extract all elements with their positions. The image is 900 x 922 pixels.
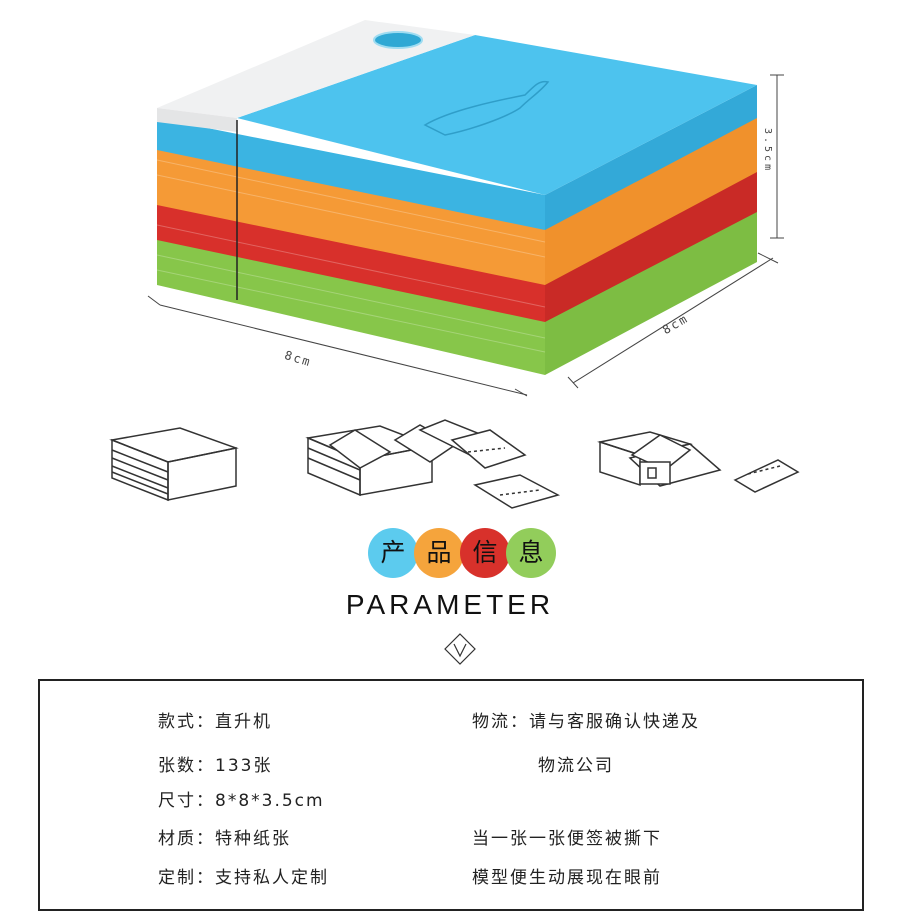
orange-layer bbox=[157, 140, 545, 285]
description-line-1: 当一张一张便签被撕下 bbox=[472, 829, 662, 849]
memo-block-illustration bbox=[147, 20, 784, 397]
blue-top bbox=[237, 35, 757, 195]
blue-layer-side bbox=[545, 85, 757, 230]
section-title-en: PARAMETER bbox=[345, 589, 555, 620]
title-char-2: 品 bbox=[414, 528, 464, 578]
tearing-sheets-icon bbox=[305, 419, 561, 509]
title-char-3: 信 bbox=[460, 528, 510, 578]
param-logistics-line2: 物流公司 bbox=[538, 756, 614, 776]
param-logistics-value: 请与客服确认快递及 bbox=[529, 712, 700, 732]
param-material-label: 材质： bbox=[158, 829, 215, 849]
param-custom: 定制：支持私人定制 bbox=[158, 863, 329, 888]
cutout-hole bbox=[373, 31, 423, 49]
param-style-value: 直升机 bbox=[215, 712, 272, 732]
param-sheets: 张数：133张 bbox=[158, 751, 272, 776]
title-char-4: 息 bbox=[506, 528, 556, 578]
chevron-down-icon bbox=[444, 633, 476, 665]
white-strip-front bbox=[157, 108, 237, 132]
title-char-1: 产 bbox=[368, 528, 418, 578]
parameter-table: 款式：直升机 张数：133张 尺寸：8*8*3.5cm 材质：特种纸张 定制：支… bbox=[38, 679, 864, 911]
param-logistics-label: 物流： bbox=[472, 712, 529, 732]
param-size-value: 8*8*3.5cm bbox=[215, 791, 325, 811]
section-title-cn: 产 品 信 息 bbox=[368, 528, 558, 580]
height-dimension-label: 3.5cm bbox=[762, 128, 773, 174]
param-material-value: 特种纸张 bbox=[215, 829, 291, 849]
blue-layer-front bbox=[157, 118, 545, 230]
param-size-label: 尺寸： bbox=[158, 791, 215, 811]
param-custom-label: 定制： bbox=[158, 868, 215, 888]
helicopter-outline bbox=[423, 80, 550, 136]
param-style: 款式：直升机 bbox=[158, 707, 272, 732]
param-logistics: 物流：请与客服确认快递及 bbox=[472, 707, 700, 732]
param-sheets-value: 133张 bbox=[215, 756, 273, 776]
param-material: 材质：特种纸张 bbox=[158, 824, 291, 849]
house-model-icon bbox=[597, 431, 800, 493]
orange-layer-side bbox=[545, 108, 757, 285]
param-style-label: 款式： bbox=[158, 712, 215, 732]
param-sheets-label: 张数： bbox=[158, 756, 215, 776]
param-size: 尺寸：8*8*3.5cm bbox=[158, 786, 325, 811]
usage-icons-row bbox=[109, 419, 800, 509]
param-custom-value: 支持私人定制 bbox=[215, 868, 329, 888]
description-line-2: 模型便生动展现在眼前 bbox=[472, 868, 662, 888]
closed-block-icon bbox=[109, 427, 239, 502]
